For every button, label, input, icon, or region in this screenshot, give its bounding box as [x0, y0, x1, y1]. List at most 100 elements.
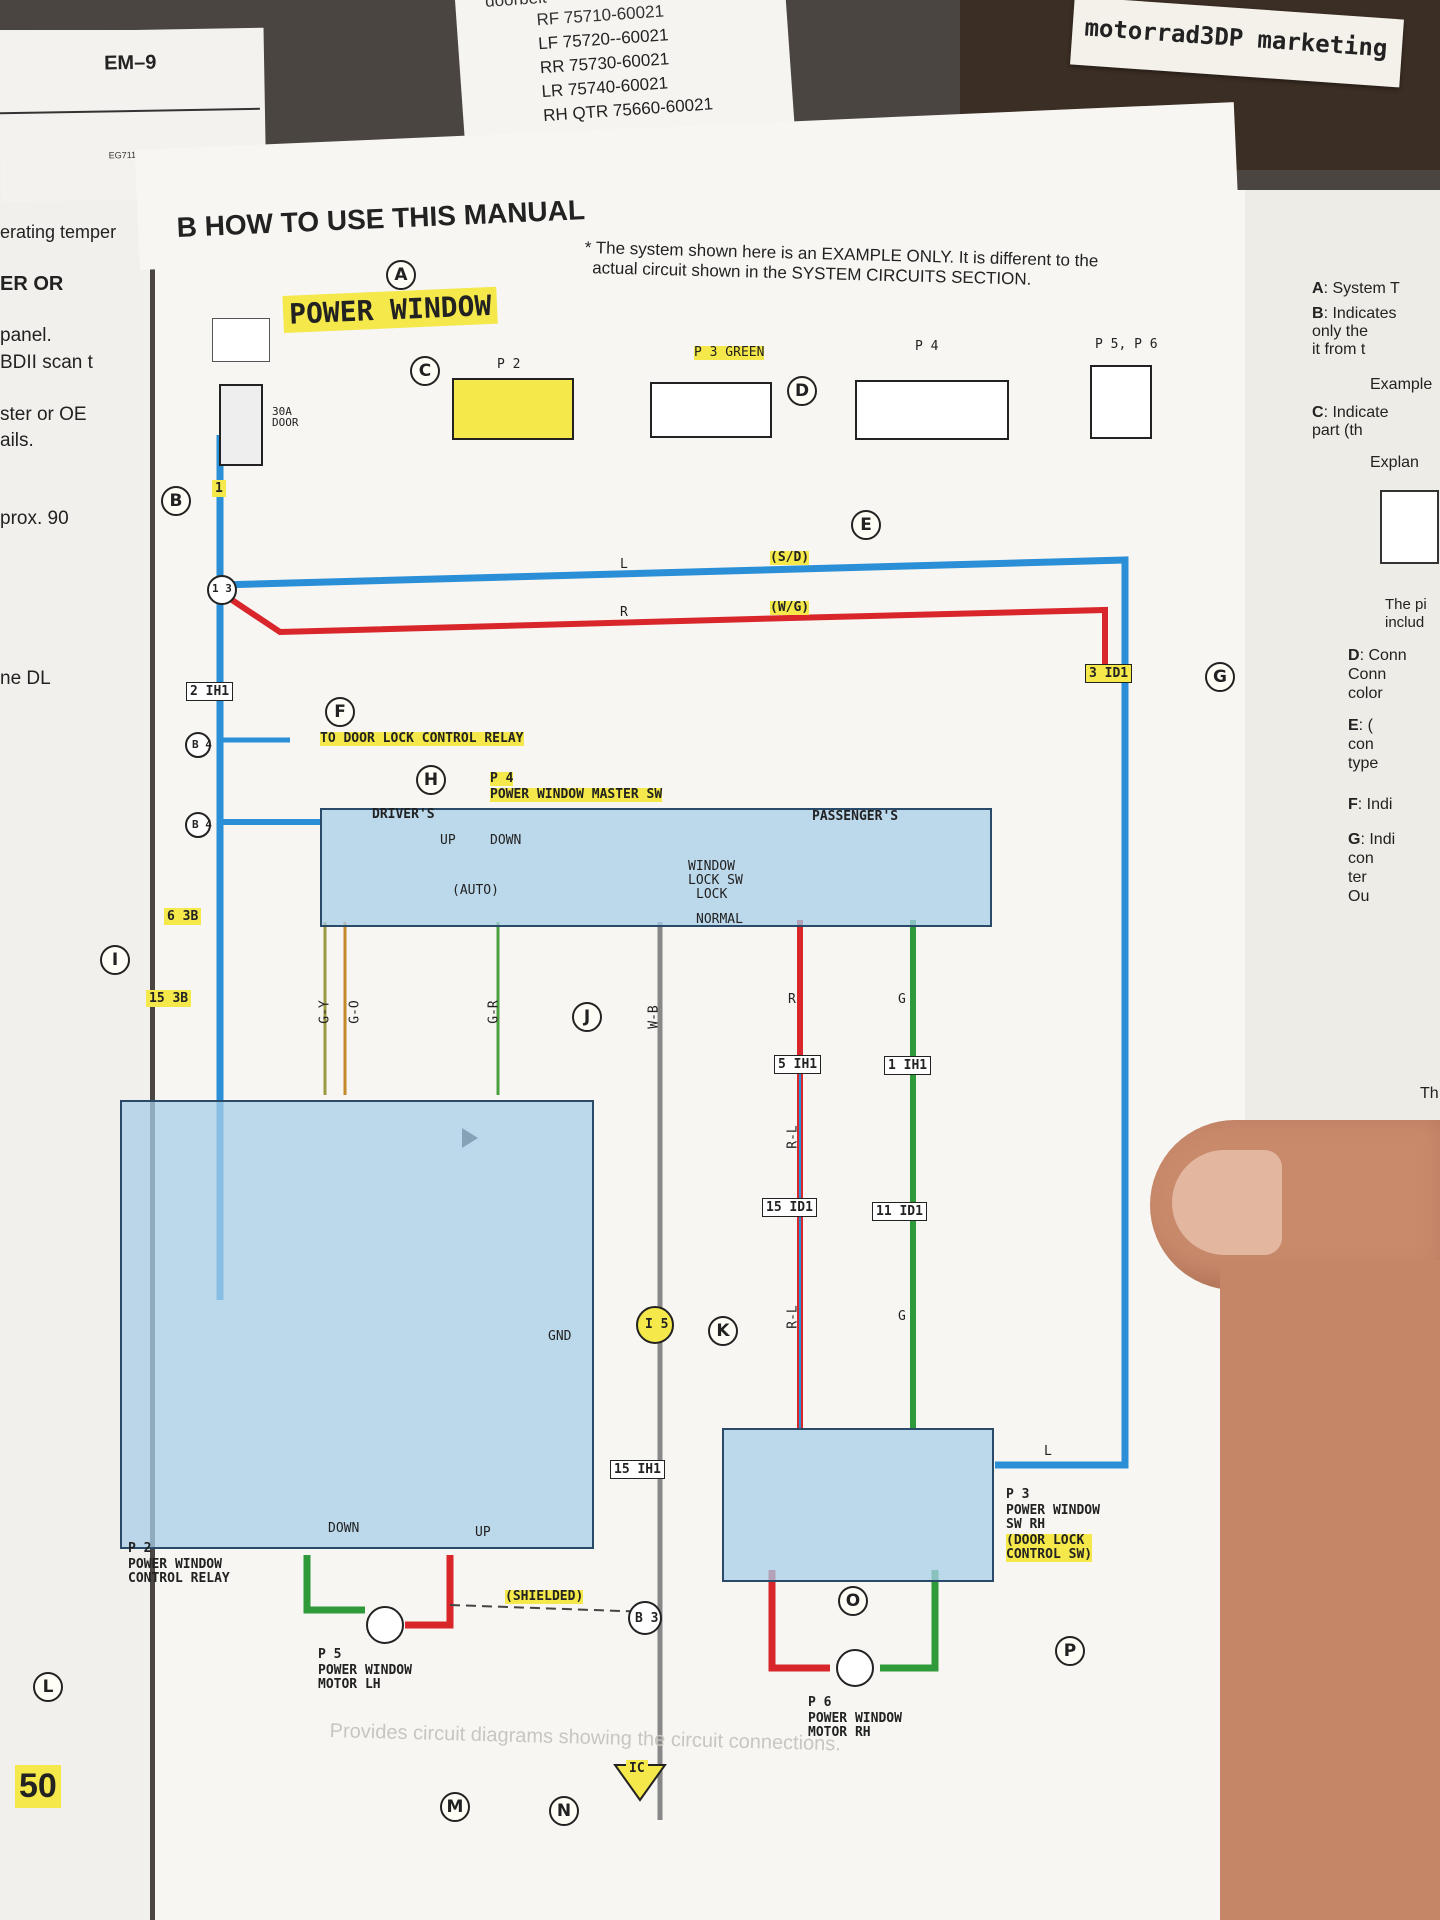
left-fragment: panel. [0, 325, 52, 346]
left-fragment: ER OR [0, 273, 64, 295]
motor-lh-name: POWER WINDOW MOTOR LH [318, 1663, 412, 1692]
door-lock-relay-label: TO DOOR LOCK CONTROL RELAY [320, 731, 524, 746]
wire-code: G-R [486, 1000, 502, 1024]
wire-code: R [788, 992, 796, 1007]
wire-code: (W/G) [770, 600, 810, 615]
callout-f: F [325, 697, 355, 727]
sw-down-label: DOWN [490, 833, 522, 848]
connector-icon [1380, 490, 1439, 564]
relay-up-label: UP [475, 1525, 491, 1540]
callout-l: L [33, 1672, 63, 1702]
wire-code: R-L [785, 1305, 801, 1329]
callout-p: P [1055, 1636, 1085, 1666]
callout-m: M [440, 1792, 470, 1822]
wire-code: G [898, 992, 906, 1007]
right-item: D: Conn Conn color [1348, 647, 1407, 702]
callout-a: A [386, 260, 416, 290]
fuse-amps: 30A [272, 405, 292, 418]
sw-auto-label: (AUTO) [452, 883, 499, 898]
right-item: G: Indi con ter Ou [1348, 831, 1396, 905]
right-item: F: Indi [1348, 796, 1393, 813]
splice-label: 1 [212, 480, 226, 497]
fuse [219, 384, 263, 466]
wire-code: R-L [785, 1125, 801, 1149]
splice-label: B 4 [192, 818, 212, 831]
connector-p4 [855, 380, 1009, 440]
right-item: C: Indicate part (th [1312, 404, 1389, 439]
sw-up-label: UP [440, 833, 456, 848]
wire-motor-rh-green [880, 1570, 939, 1672]
callout-c: C [410, 356, 440, 386]
normal-label: NORMAL [696, 912, 743, 927]
control-relay-code: P 2 [128, 1541, 152, 1556]
wire-blue-top [219, 556, 1129, 1469]
hand [1220, 1260, 1440, 1920]
callout-i: I [100, 945, 130, 975]
motor-rh [836, 1649, 874, 1687]
relay-down-label: DOWN [328, 1521, 360, 1536]
callout-g: G [1205, 662, 1235, 692]
right-item: The pi includ [1385, 596, 1427, 631]
splice-label: 3 ID1 [1085, 664, 1133, 683]
callout-b: B [161, 486, 191, 516]
splice-label: 5 IH1 [774, 1055, 822, 1074]
gnd-label: GND [548, 1329, 572, 1344]
connector-p3 [650, 382, 772, 438]
lock-label: LOCK [696, 887, 728, 902]
lock-sw-label: WINDOW LOCK SW [688, 859, 743, 888]
wire-motor-lh-red [405, 1555, 454, 1629]
connector-label: P 4 [915, 339, 939, 354]
splice-label: 6 3B [164, 908, 202, 925]
wire-code: G-O [347, 1000, 363, 1024]
splice-label: 1 IH1 [884, 1056, 932, 1075]
right-item: A: System T [1312, 280, 1400, 297]
splice-label: IC [626, 1760, 648, 1777]
right-item-key: A [1312, 280, 1324, 297]
connector-p5p6 [1090, 365, 1152, 439]
wire-code: G [898, 1309, 906, 1324]
right-item: E: ( con type [1348, 717, 1379, 772]
wire-code: W-B [646, 1005, 662, 1029]
connector-label: P 5, P 6 [1095, 337, 1158, 352]
manual-page [155, 190, 1245, 1920]
control-relay-box [120, 1100, 594, 1549]
left-fragment: ster or OE [0, 404, 87, 425]
wire-code: L [620, 557, 628, 572]
master-sw-code: P 4 [490, 771, 514, 786]
sw-rh-name: POWER WINDOW SW RH [1006, 1503, 1100, 1532]
splice-label: 15 3B [146, 990, 192, 1007]
callout-h: H [416, 765, 446, 795]
motor-rh-name: POWER WINDOW MOTOR RH [808, 1711, 902, 1740]
left-fragment: BDII scan t [0, 352, 93, 373]
left-fragment: ne DL [0, 668, 51, 689]
splice-label: 1 3 [212, 582, 232, 595]
wire-code: (S/D) [770, 550, 810, 565]
switch-rh-box [722, 1428, 994, 1582]
motor-lh [366, 1606, 404, 1644]
left-fragment: ails. [0, 430, 34, 451]
drivers-label: DRIVER'S [372, 807, 435, 822]
right-item: Th [1420, 1085, 1439, 1102]
callout-n: N [549, 1796, 579, 1826]
wire-motor-rh-red [768, 1570, 830, 1672]
control-relay-name: POWER WINDOW CONTROL RELAY [128, 1557, 230, 1586]
wire-motor-lh-green [303, 1555, 365, 1614]
splice-label: I 5 [645, 1317, 669, 1332]
splice-label: 11 ID1 [872, 1202, 927, 1221]
left-fragment: erating temper [0, 222, 117, 242]
splice-label: 15 ID1 [762, 1198, 817, 1217]
left-fragment: prox. 90 [0, 508, 69, 529]
splice-label: 2 IH1 [186, 682, 234, 701]
right-item: B: Indicates only the it from t [1312, 305, 1397, 358]
master-sw-name: POWER WINDOW MASTER SW [490, 787, 663, 802]
motor-rh-code: P 6 [808, 1695, 832, 1710]
connector-p2 [452, 378, 574, 440]
thumbnail [1172, 1150, 1282, 1255]
wire-red-top [230, 597, 1108, 665]
connector-label: P 2 [497, 357, 521, 372]
master-switch-box [320, 808, 992, 927]
shielded-label: (SHIELDED) [505, 1589, 584, 1604]
wire-code: G-Y [317, 1000, 333, 1024]
passengers-label: PASSENGER'S [812, 809, 899, 824]
